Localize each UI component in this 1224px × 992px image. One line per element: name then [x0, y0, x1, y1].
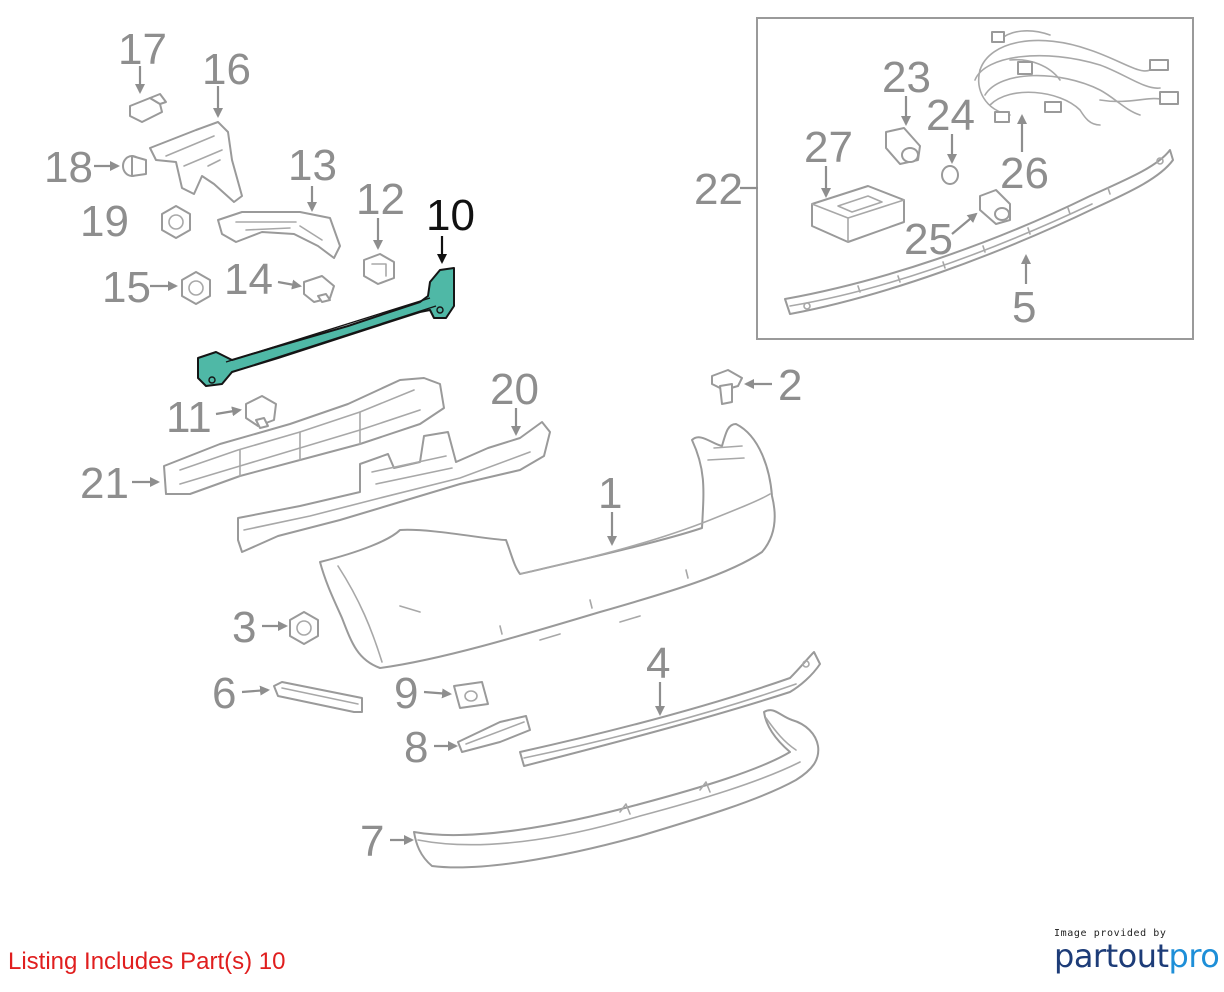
- callout-24: 24: [926, 91, 975, 140]
- part-8-reflector[interactable]: [457, 715, 531, 753]
- part-11-clip[interactable]: [245, 395, 277, 429]
- callout-4: 4: [646, 639, 670, 688]
- part-6-reflector[interactable]: [273, 681, 363, 713]
- part-5-upper-trim-strip[interactable]: [784, 149, 1174, 315]
- part-12-clip[interactable]: [363, 253, 395, 285]
- part-1-rear-bumper-cover[interactable]: [319, 423, 776, 669]
- callout-27: 27: [804, 123, 853, 172]
- callout-labels: 17 16 18 13 12 10 19 15 14 11 20 21 2 1 …: [44, 25, 1049, 866]
- callout-1: 1: [598, 469, 622, 518]
- callout-6: 6: [212, 669, 236, 718]
- callout-2: 2: [778, 361, 802, 410]
- callout-18: 18: [44, 143, 93, 192]
- part-14-bolt[interactable]: [303, 275, 335, 303]
- callout-25: 25: [904, 215, 953, 264]
- callout-5: 5: [1012, 283, 1036, 332]
- part-10-rear-bumper-reinforcement[interactable]: [197, 267, 455, 387]
- partoutpro-logo: Image provided by partoutpro: [1054, 928, 1220, 975]
- callout-8: 8: [404, 723, 428, 772]
- part-27-control-module[interactable]: [811, 185, 905, 243]
- callout-17: 17: [118, 25, 167, 74]
- leader-lines: [94, 66, 1031, 845]
- part-17-bolt[interactable]: [129, 93, 167, 123]
- part-24-seal-ring[interactable]: [941, 165, 959, 185]
- inset-box-22: [756, 17, 1194, 340]
- part-19-nut[interactable]: [161, 205, 191, 239]
- brand-tagline: Image provided by: [1054, 928, 1167, 939]
- part-3-nut[interactable]: [289, 611, 319, 645]
- callout-9: 9: [394, 669, 418, 718]
- callout-14: 14: [224, 255, 273, 304]
- callout-11: 11: [166, 393, 212, 442]
- callout-12: 12: [356, 175, 405, 224]
- brand-name-part1: partout: [1054, 937, 1169, 975]
- part-23-parking-sensor[interactable]: [885, 127, 921, 165]
- callout-16: 16: [202, 45, 251, 94]
- part-7-lower-valance[interactable]: [413, 709, 820, 869]
- part-15-nut[interactable]: [181, 271, 211, 305]
- part-2-push-clip[interactable]: [711, 369, 743, 405]
- brand-name-part2: pro: [1168, 937, 1220, 975]
- callout-21: 21: [80, 459, 129, 508]
- part-18-plug[interactable]: [122, 155, 147, 177]
- part-16-bracket[interactable]: [149, 121, 243, 203]
- callout-10: 10: [426, 191, 475, 240]
- callout-23: 23: [882, 53, 931, 102]
- callout-20: 20: [490, 365, 539, 414]
- callout-7: 7: [360, 817, 384, 866]
- part-21-energy-absorber[interactable]: [163, 377, 445, 495]
- brand-name: partoutpro: [1054, 937, 1220, 975]
- callout-3: 3: [232, 603, 256, 652]
- callout-15: 15: [102, 263, 151, 312]
- callout-13: 13: [288, 141, 337, 190]
- part-13-side-bracket[interactable]: [217, 211, 341, 259]
- part-9-clip[interactable]: [453, 681, 489, 709]
- part-26-wiring-harness[interactable]: [974, 30, 1179, 126]
- callout-26: 26: [1000, 149, 1049, 198]
- part-20-lower-absorber[interactable]: [237, 421, 551, 553]
- callout-19: 19: [80, 197, 129, 246]
- part-25-sensor-holder[interactable]: [979, 189, 1011, 225]
- listing-includes-note: Listing Includes Part(s) 10: [8, 948, 286, 975]
- part-4-lower-trim-strip[interactable]: [519, 651, 821, 767]
- callout-22: 22: [694, 165, 743, 214]
